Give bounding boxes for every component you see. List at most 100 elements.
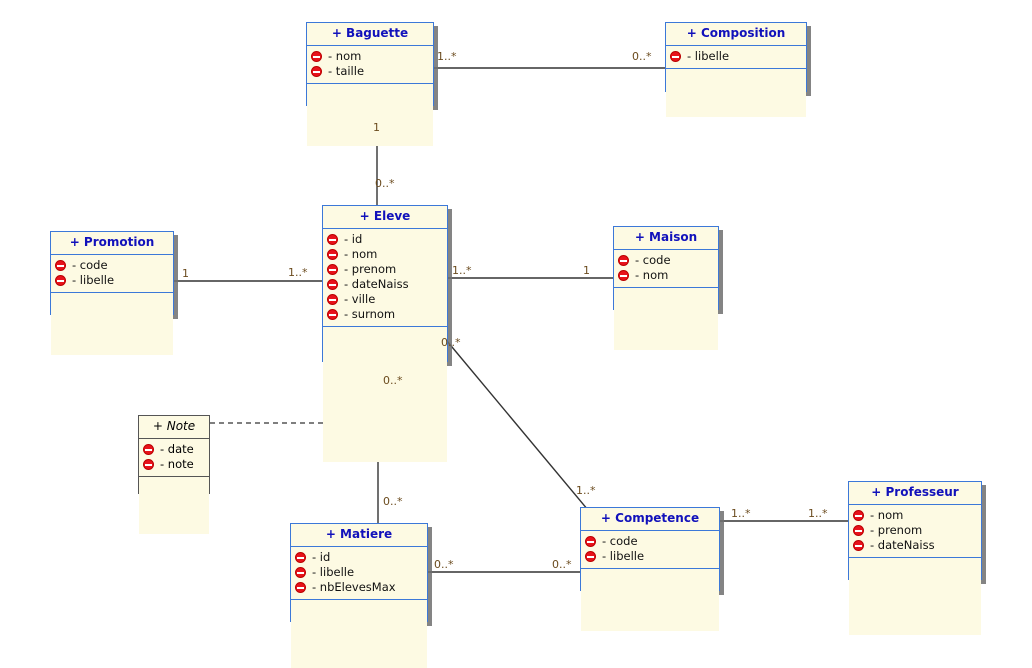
multiplicity-label: 1..* (576, 484, 596, 497)
class-attributes-maison: - code- nom (614, 250, 718, 288)
class-operations-matiere (291, 600, 427, 668)
uml-class-professeur[interactable]: + Professeur- nom- prenom- dateNaiss (848, 481, 982, 635)
private-marker-icon (670, 51, 681, 62)
class-operations-maison (614, 288, 718, 350)
attribute-label: - date (160, 442, 194, 456)
private-marker-icon (55, 260, 66, 271)
attribute-row[interactable]: - libelle (55, 273, 169, 288)
uml-class-eleve[interactable]: + Eleve- id- nom- prenom- dateNaiss- vil… (322, 205, 448, 462)
class-attributes-baguette: - nom- taille (307, 46, 433, 84)
attribute-row[interactable]: - prenom (327, 262, 443, 277)
private-marker-icon (311, 66, 322, 77)
class-attributes-promotion: - code- libelle (51, 255, 173, 293)
attribute-row[interactable]: - id (295, 550, 423, 565)
uml-class-note[interactable]: + Note- date- note (138, 415, 210, 534)
attribute-row[interactable]: - note (143, 457, 205, 472)
attribute-row[interactable]: - prenom (853, 523, 977, 538)
class-attributes-note: - date- note (139, 439, 209, 477)
attribute-label: - nom (635, 268, 669, 282)
attribute-row[interactable]: - code (55, 258, 169, 273)
class-attributes-professeur: - nom- prenom- dateNaiss (849, 505, 981, 558)
attribute-label: - code (602, 534, 638, 548)
attribute-label: - prenom (344, 262, 397, 276)
uml-class-composition[interactable]: + Composition - libelle (665, 22, 807, 117)
private-marker-icon (143, 459, 154, 470)
uml-class-baguette[interactable]: + Baguette- nom- taille (306, 22, 434, 146)
class-title-maison: + Maison (614, 227, 718, 250)
class-title-matiere: + Matiere (291, 524, 427, 547)
attribute-row[interactable]: - id (327, 232, 443, 247)
attribute-row[interactable]: - code (618, 253, 714, 268)
attribute-row[interactable]: - nom (853, 508, 977, 523)
attribute-row[interactable]: - libelle (295, 565, 423, 580)
private-marker-icon (618, 255, 629, 266)
multiplicity-label: 0..* (441, 336, 461, 349)
attribute-label: - taille (328, 64, 365, 78)
class-operations-professeur (849, 558, 981, 635)
private-marker-icon (853, 525, 864, 536)
private-marker-icon (853, 510, 864, 521)
class-operations-baguette (307, 84, 433, 146)
attribute-row[interactable]: - libelle (670, 49, 802, 64)
class-operations-composition (666, 69, 806, 117)
class-title-competence: + Competence (581, 508, 719, 531)
attribute-row[interactable]: - date (143, 442, 205, 457)
class-attributes-composition: - libelle (666, 46, 806, 69)
private-marker-icon (327, 234, 338, 245)
attribute-label: - nom (344, 247, 378, 261)
attribute-row[interactable]: - code (585, 534, 715, 549)
association-eleve-competence[interactable] (446, 340, 589, 511)
attribute-row[interactable]: - dateNaiss (327, 277, 443, 292)
class-title-note: + Note (139, 416, 209, 439)
private-marker-icon (295, 567, 306, 578)
attribute-row[interactable]: - nom (618, 268, 714, 283)
class-operations-competence (581, 569, 719, 631)
private-marker-icon (327, 264, 338, 275)
class-attributes-eleve: - id- nom- prenom- dateNaiss- ville- sur… (323, 229, 447, 327)
multiplicity-label: 1 (583, 264, 590, 277)
uml-class-matiere[interactable]: + Matiere - id- libelle- nbElevesMax (290, 523, 428, 668)
uml-class-maison[interactable]: + Maison- code- nom (613, 226, 719, 350)
multiplicity-label: 0..* (375, 177, 395, 190)
attribute-row[interactable]: - nbElevesMax (295, 580, 423, 595)
private-marker-icon (295, 552, 306, 563)
attribute-row[interactable]: - surnom (327, 307, 443, 322)
multiplicity-label: 1 (182, 267, 189, 280)
uml-class-competence[interactable]: + Competence- code- libelle (580, 507, 720, 631)
class-operations-promotion (51, 293, 173, 355)
multiplicity-label: 1..* (731, 507, 751, 520)
private-marker-icon (585, 536, 596, 547)
multiplicity-label: 0..* (632, 50, 652, 63)
class-attributes-competence: - code- libelle (581, 531, 719, 569)
attribute-label: - code (635, 253, 671, 267)
attribute-row[interactable]: - libelle (585, 549, 715, 564)
attribute-label: - dateNaiss (344, 277, 409, 291)
attribute-label: - nbElevesMax (312, 580, 396, 594)
attribute-label: - id (312, 550, 331, 564)
private-marker-icon (143, 444, 154, 455)
private-marker-icon (327, 279, 338, 290)
uml-class-promotion[interactable]: + Promotion- code- libelle (50, 231, 174, 355)
attribute-label: - libelle (72, 273, 115, 287)
attribute-label: - surnom (344, 307, 396, 321)
attribute-label: - id (344, 232, 363, 246)
class-title-promotion: + Promotion (51, 232, 173, 255)
attribute-row[interactable]: - ville (327, 292, 443, 307)
attribute-label: - nom (328, 49, 362, 63)
class-title-composition: + Composition (666, 23, 806, 46)
private-marker-icon (618, 270, 629, 281)
attribute-label: - libelle (687, 49, 730, 63)
class-title-eleve: + Eleve (323, 206, 447, 229)
multiplicity-label: 1..* (288, 266, 308, 279)
attribute-label: - libelle (602, 549, 645, 563)
attribute-row[interactable]: - nom (327, 247, 443, 262)
multiplicity-label: 0..* (383, 495, 403, 508)
attribute-row[interactable]: - taille (311, 64, 429, 79)
private-marker-icon (853, 540, 864, 551)
attribute-row[interactable]: - dateNaiss (853, 538, 977, 553)
attribute-label: - ville (344, 292, 376, 306)
attribute-row[interactable]: - nom (311, 49, 429, 64)
attribute-label: - dateNaiss (870, 538, 935, 552)
multiplicity-label: 0..* (383, 374, 403, 387)
